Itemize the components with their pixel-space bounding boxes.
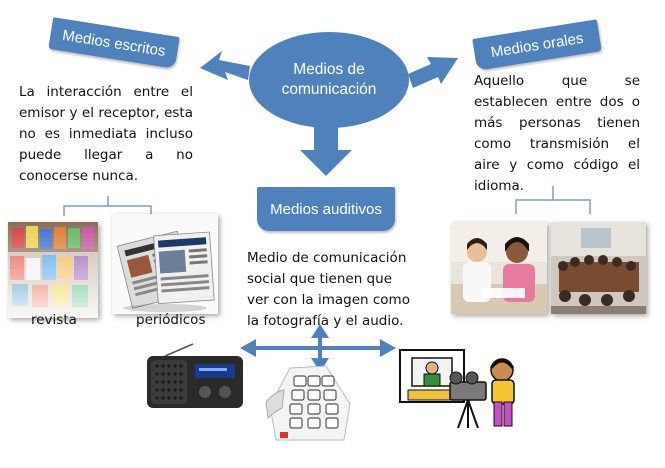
banner-medios-auditivos: Medios auditivos: [257, 187, 395, 231]
desc-orales: Aquello que se establecen entre dos o má…: [474, 73, 640, 194]
desc-escritos: La interacción entre el emisor y el rece…: [19, 84, 193, 184]
label-periodicos: periódicos: [136, 312, 206, 328]
newspapers-photo: [112, 214, 218, 314]
conference-room-photo: [551, 222, 646, 314]
arrowhead-left: [240, 339, 256, 357]
center-label: Medios de comunicación: [281, 61, 377, 98]
film-camera-clipart: [399, 349, 515, 429]
center-ellipse: [249, 32, 409, 128]
meeting-photo: [451, 222, 547, 314]
arrow-left: [200, 51, 250, 80]
arrowhead-up: [311, 324, 329, 338]
label-revista: revista: [31, 312, 77, 328]
arrowhead-right: [380, 339, 396, 357]
radio-icon: [147, 343, 243, 408]
telephone-icon: [265, 365, 351, 441]
desc-auditivos: Medio de comunicación social que tienen …: [247, 250, 410, 329]
magazine-rack-photo: [8, 222, 98, 318]
arrowhead-down: [311, 358, 329, 372]
bracket-escritos: [63, 196, 152, 216]
arrow-right: [408, 57, 458, 88]
arrow-down: [300, 126, 352, 176]
bracket-orales: [515, 186, 591, 214]
